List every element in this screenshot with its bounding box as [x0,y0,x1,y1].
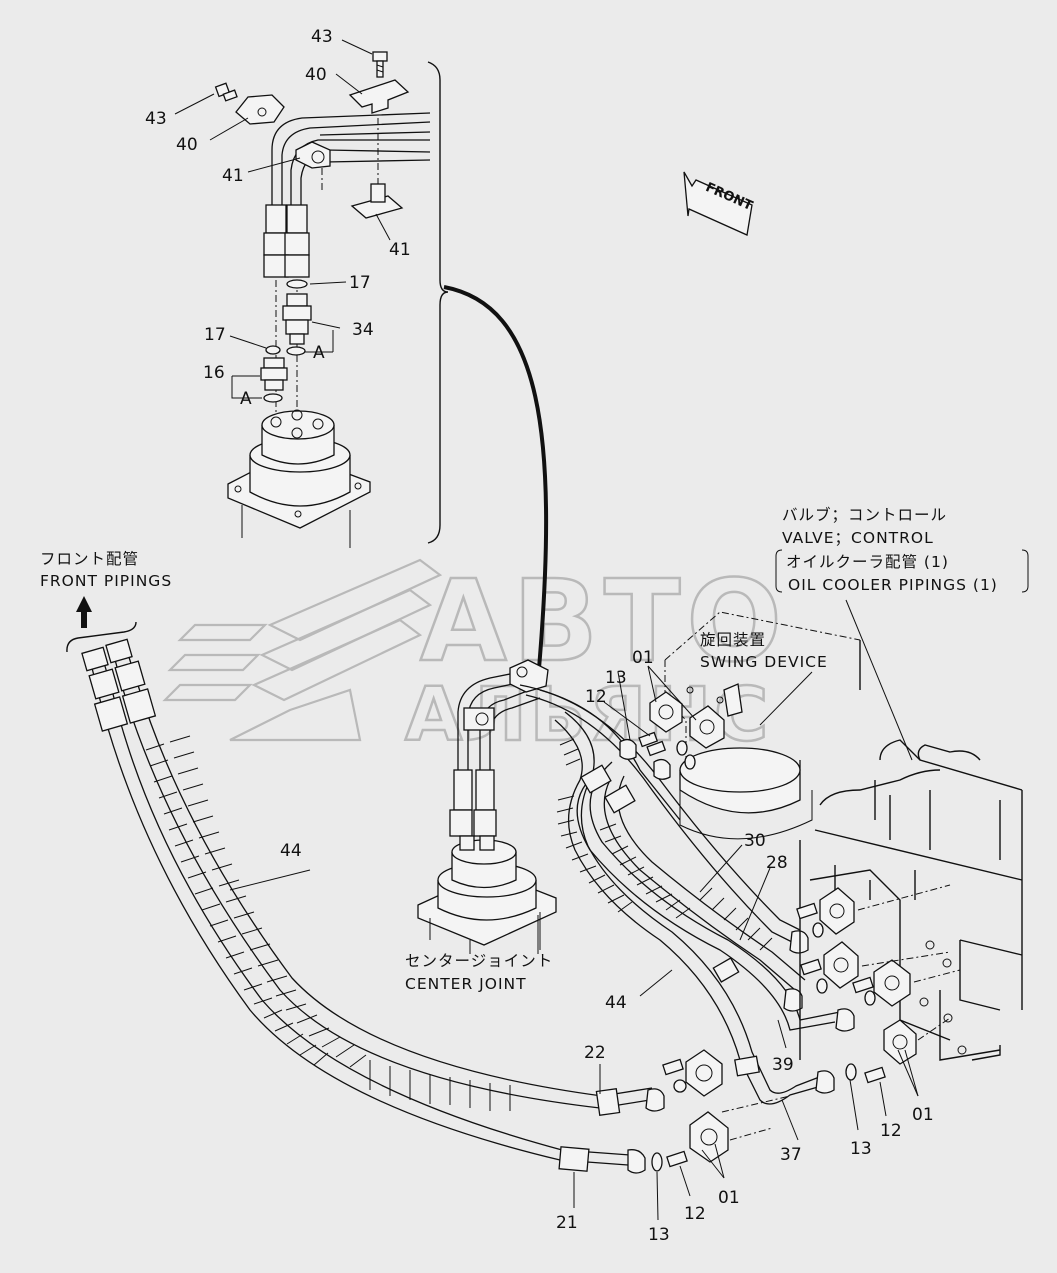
callout-21: 21 [556,1213,578,1233]
watermark-logo-emblem [162,558,443,742]
callout-01-lower: 01 [718,1188,740,1208]
split-flange-01-top-right [689,705,725,749]
caption-center-joint-jp: センタージョイント [405,952,553,970]
clamp-40-left [235,94,285,125]
caption-valve-jp: バルブ；コントロール [782,505,947,524]
callout-17-upper: 17 [349,273,371,293]
caption-bracket-left [775,549,783,593]
captions: フロント配管 FRONT PIPINGS バルブ；コントロール VALVE；CO… [40,505,1029,993]
callout-12-lower: 12 [684,1204,706,1224]
callout-34: 34 [352,320,374,340]
callout-12-swing: 12 [585,687,607,707]
callout-40-left: 40 [176,135,198,155]
front-direction-arrow: FRONT [683,171,755,236]
watermark-text-abto: ABTO [420,557,788,687]
callout-37: 37 [780,1145,802,1165]
front-pipings-arrow [66,596,137,653]
o-ring-a-right [286,346,306,356]
caption-bracket-right [1021,549,1029,593]
callout-30: 30 [744,831,766,851]
callout-22: 22 [584,1043,606,1063]
control-valve [796,640,1023,1084]
valve-hoses [519,684,855,1105]
flange-set-lower [651,1049,791,1172]
caption-front-pipings-jp: フロント配管 [40,550,139,568]
adapter-16 [260,357,288,391]
detail-bracket [427,61,449,544]
caption-front-pipings-en: FRONT PIPINGS [40,572,172,590]
callout-17-lower: 17 [204,325,226,345]
clamp-40-right [348,79,410,114]
callout-28: 28 [766,853,788,873]
clamp-41-lower [321,118,404,219]
center-joint-main [417,659,557,950]
callout-12-right: 12 [880,1121,902,1141]
hose-wrap-rings [145,735,511,1111]
callout-01-right: 01 [912,1105,934,1125]
split-flange-01-lower [689,1111,729,1163]
split-flange-01-top-left [649,691,683,733]
detail-assembly [214,51,431,548]
caption-oil-cooler-en: OIL COOLER PIPINGS (1) [788,576,998,594]
callout-40-top: 40 [305,65,327,85]
clamp-41-upper [295,141,331,169]
bolt-43-right [372,51,388,78]
callout-43-top: 43 [311,27,333,47]
callout-a-left: A [240,389,252,409]
leader-lines [174,39,919,1221]
callout-41-lower: 41 [389,240,411,260]
callout-16: 16 [203,363,225,383]
swing-device [638,611,861,840]
callout-43-left: 43 [145,109,167,129]
callout-41-upper: 41 [222,166,244,186]
o-ring-17-lower [265,345,281,355]
hose-end-fittings [263,204,310,278]
caption-oil-cooler-jp: オイルクーラ配管 (1) [786,553,949,571]
caption-center-joint-en: CENTER JOINT [405,975,527,993]
bolt-12-lower [666,1150,688,1168]
o-ring-13-lower [651,1152,663,1172]
callout-44-front: 44 [280,841,302,861]
adapter-34 [282,293,312,345]
callout-13-swing: 13 [605,668,627,688]
o-ring-a-left [263,393,283,403]
callout-39: 39 [772,1055,794,1075]
valve-hose-rings [556,738,773,951]
bolt-43-left [214,82,238,102]
center-joint-detail [227,409,371,548]
callout-13-lower: 13 [648,1225,670,1245]
clamp-41-main [463,707,495,731]
callout-01-swing: 01 [632,648,654,668]
caption-swing-en: SWING DEVICE [700,653,828,671]
o-ring-13-right [845,1063,857,1081]
callout-44-valve: 44 [605,993,627,1013]
bolt-22 [662,1058,684,1076]
callout-13-right: 13 [850,1139,872,1159]
caption-valve-en: VALVE；CONTROL [782,529,934,547]
front-hoses [81,638,665,1174]
split-flange-upper-22 [685,1049,723,1097]
detail-link-line [443,285,549,681]
caption-swing-jp: 旋回装置 [700,631,766,649]
o-ring-17-upper [286,279,308,289]
callout-labels: 43 40 43 40 41 41 17 34 17 A 16 A 01 13 … [145,27,934,1245]
callout-a-right: A [313,343,325,363]
